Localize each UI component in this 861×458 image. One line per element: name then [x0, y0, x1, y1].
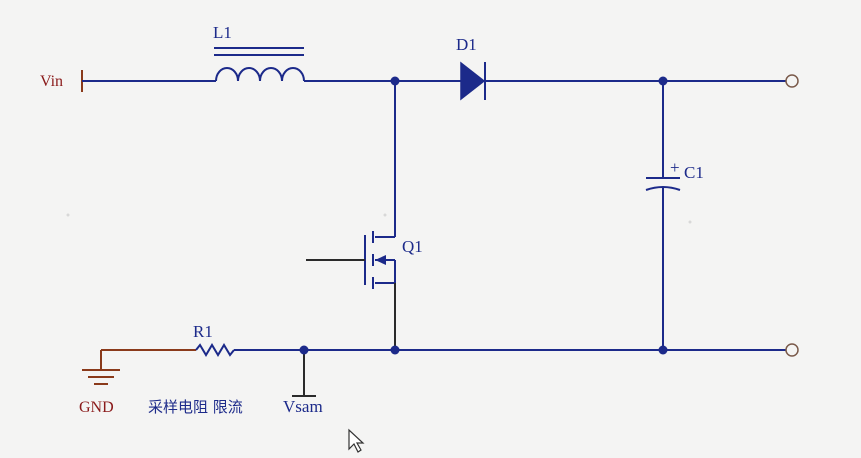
- inductor-l1[interactable]: [214, 47, 305, 82]
- vin-label: Vin: [40, 73, 63, 90]
- ground-label: GND: [79, 399, 114, 416]
- mosfet-label: Q1: [402, 237, 423, 256]
- resistor-r1[interactable]: [195, 343, 235, 357]
- diode-d1[interactable]: [460, 61, 486, 101]
- output-terminal-negative[interactable]: [785, 343, 799, 357]
- grid-dots: [66, 213, 692, 224]
- diode-label: D1: [456, 35, 477, 54]
- output-terminal-positive[interactable]: [785, 74, 799, 88]
- junction-sense: [299, 345, 309, 355]
- ground-symbol: [82, 369, 120, 385]
- annotation-text: 采样电阻 限流: [148, 398, 243, 416]
- resistor-label: R1: [193, 322, 213, 341]
- capacitor-polarity-label: +: [670, 158, 680, 177]
- resistor-zigzag: [195, 343, 235, 357]
- inductor-coil: [215, 67, 305, 82]
- mosfet-q1[interactable]: [364, 231, 396, 289]
- junction-output-bottom: [658, 345, 668, 355]
- vsam-label: Vsam: [283, 397, 323, 416]
- capacitor-label: C1: [684, 163, 704, 182]
- inductor-label: L1: [213, 23, 232, 42]
- junction-source: [390, 345, 400, 355]
- diode-triangle: [460, 61, 486, 101]
- mosfet-arrow: [375, 255, 386, 265]
- capacitor-plate-negative: [645, 186, 681, 191]
- capacitor-c1[interactable]: [645, 177, 681, 191]
- mouse-cursor-icon: [348, 428, 365, 453]
